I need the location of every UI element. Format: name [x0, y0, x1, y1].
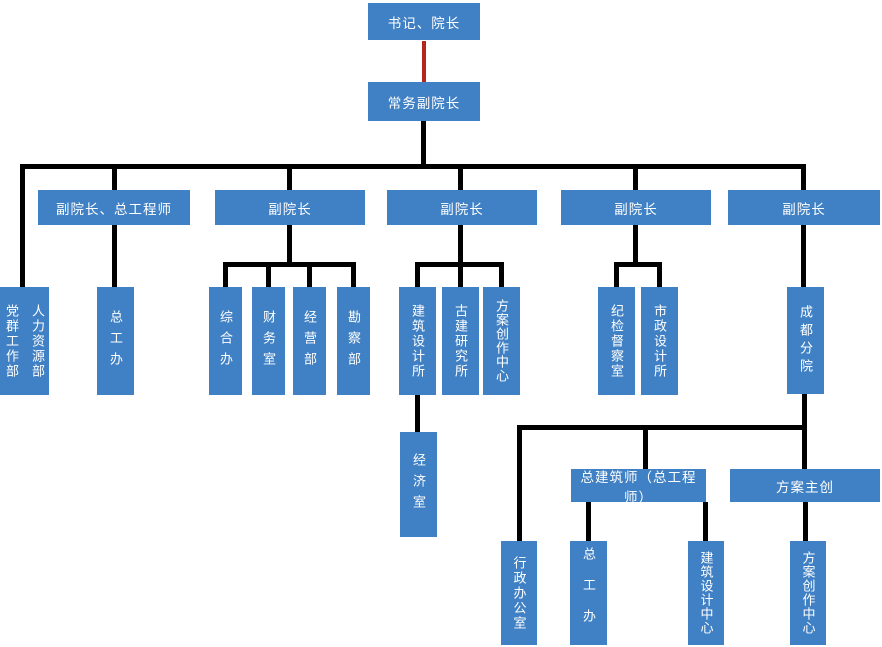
org-node-vice-president-5[interactable]: 副院长	[728, 190, 880, 225]
org-node-scheme-creation-center-branch[interactable]: 方案创作中心	[790, 541, 826, 645]
connector-line	[614, 262, 662, 267]
connector-line	[517, 430, 522, 541]
connector-line	[633, 225, 638, 262]
org-node-label-party-masses-work-dept: 党群工作部	[4, 303, 19, 379]
connector-line	[415, 395, 420, 432]
connector-line	[20, 164, 806, 169]
connector-line	[112, 225, 117, 287]
connector-line	[223, 267, 228, 287]
org-node-chief-engineer-office-branch[interactable]: 总工办	[570, 541, 607, 645]
org-node-vice-president-2[interactable]: 副院长	[215, 190, 365, 225]
connector-line	[802, 394, 807, 469]
org-node-vice-president-3[interactable]: 副院长	[387, 190, 537, 225]
connector-line	[415, 267, 420, 287]
connector-line	[633, 169, 638, 190]
org-node-ancient-architecture-research-institute[interactable]: 古建研究所	[442, 287, 479, 395]
org-node-vice-president-4[interactable]: 副院长	[561, 190, 711, 225]
org-node-general-office[interactable]: 综合办	[209, 287, 242, 395]
connector-line	[499, 267, 504, 287]
org-node-scheme-lead[interactable]: 方案主创	[730, 469, 880, 502]
org-node-executive-vice-president[interactable]: 常务副院长	[368, 82, 480, 121]
connector-line	[458, 169, 463, 190]
org-node-finance-office[interactable]: 财务室	[252, 287, 285, 395]
org-node-municipal-design-institute[interactable]: 市政设计所	[641, 287, 678, 395]
org-node-scheme-creation-center[interactable]: 方案创作中心	[483, 287, 520, 395]
connector-line	[20, 164, 25, 287]
connector-line	[517, 425, 807, 430]
connector-line	[801, 225, 806, 287]
connector-line	[801, 169, 806, 190]
connector-line	[307, 267, 312, 287]
connector-line	[643, 430, 648, 469]
connector-line	[586, 502, 591, 541]
connector-line	[287, 169, 292, 190]
connector-line	[803, 502, 808, 541]
connector-line	[703, 502, 708, 541]
org-node-discipline-inspection-office[interactable]: 纪检督察室	[598, 287, 635, 395]
org-node-label-human-resources-dept: 人力资源部	[30, 303, 45, 379]
org-node-administrative-office[interactable]: 行政办公室	[501, 541, 537, 645]
org-node-chief-engineer-office[interactable]: 总工办	[97, 287, 134, 395]
connector-line	[351, 267, 356, 287]
org-node-secretary-president[interactable]: 书记、院长	[368, 3, 480, 40]
org-node-chengdu-branch[interactable]: 成都分院	[787, 287, 824, 394]
connector-line	[287, 225, 292, 262]
org-node-party-masses-hr-dept[interactable]: 党群工作部 人力资源部	[0, 287, 49, 395]
connector-line	[458, 267, 463, 287]
connector-line	[415, 262, 504, 267]
org-node-business-dept[interactable]: 经营部	[293, 287, 326, 395]
org-node-economics-office[interactable]: 经济室	[400, 432, 437, 537]
connector-line	[458, 225, 463, 262]
connector-line	[266, 267, 271, 287]
connector-line	[421, 121, 426, 164]
connector-line	[112, 169, 117, 190]
connector-red-line	[422, 41, 426, 82]
connector-line	[657, 267, 662, 287]
org-node-architectural-design-institute[interactable]: 建筑设计所	[399, 287, 436, 395]
org-node-architectural-design-center[interactable]: 建筑设计中心	[688, 541, 724, 645]
org-node-vice-president-chief-engineer[interactable]: 副院长、总工程师	[38, 190, 190, 225]
connector-line	[223, 262, 356, 267]
org-node-survey-dept[interactable]: 勘察部	[337, 287, 370, 395]
connector-line	[614, 267, 619, 287]
org-node-chief-architect-chief-engineer[interactable]: 总建筑师（总工程师）	[571, 469, 706, 505]
